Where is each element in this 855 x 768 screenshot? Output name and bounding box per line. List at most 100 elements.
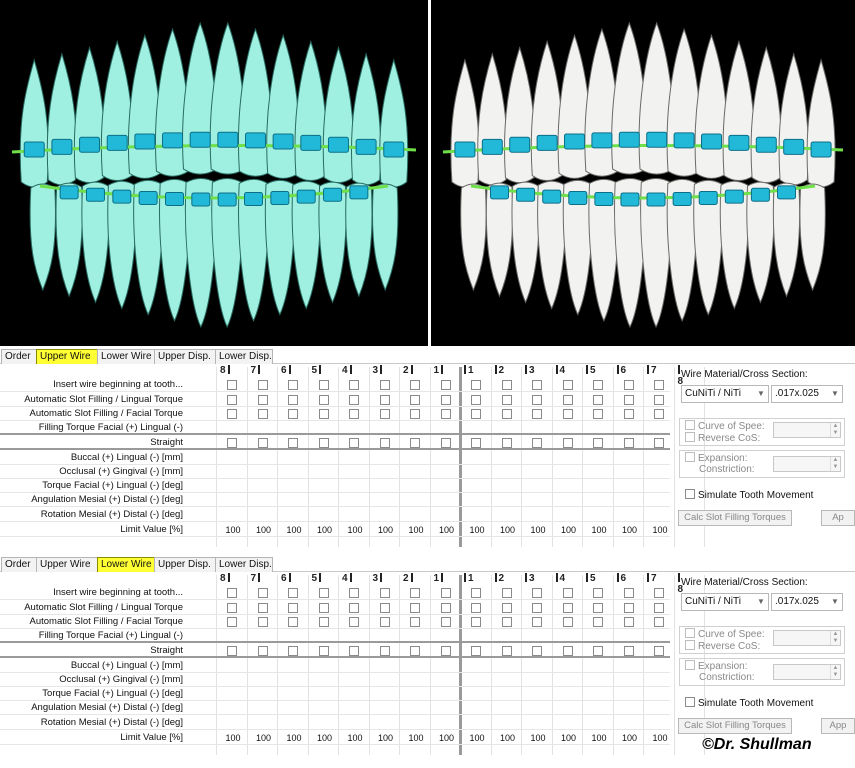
curve-of-spee-option[interactable]: Curve of Spee: — [685, 420, 765, 432]
expansion-spinner[interactable]: ▲▼ — [773, 456, 841, 472]
limit-value-cell[interactable]: 100 — [469, 525, 485, 535]
spinner-down-icon[interactable]: ▼ — [830, 638, 840, 645]
tooth-checkbox[interactable] — [379, 438, 390, 448]
tooth-checkbox[interactable] — [562, 588, 573, 598]
reverse-cos-checkbox[interactable] — [685, 432, 695, 442]
limit-value-cell[interactable]: 100 — [347, 525, 363, 535]
tooth-checkbox[interactable] — [410, 588, 420, 598]
tooth-checkbox[interactable] — [257, 646, 268, 656]
tooth-checkbox[interactable] — [654, 588, 664, 598]
tooth-checkbox[interactable] — [654, 603, 664, 613]
tooth-checkbox[interactable] — [410, 617, 420, 627]
tooth-checkbox[interactable] — [501, 588, 512, 598]
spinner-up-icon[interactable]: ▲ — [830, 457, 840, 464]
spinner-down-icon[interactable]: ▼ — [830, 464, 840, 471]
tooth-checkbox[interactable] — [257, 438, 268, 448]
tooth-checkbox[interactable] — [501, 646, 512, 656]
spinner-up-icon[interactable]: ▲ — [830, 665, 840, 672]
tooth-checkbox[interactable] — [257, 409, 268, 419]
tooth-checkbox[interactable] — [349, 646, 359, 656]
tooth-checkbox[interactable] — [501, 438, 512, 448]
tooth-checkbox[interactable] — [227, 438, 237, 448]
tooth-checkbox[interactable] — [593, 646, 603, 656]
tooth-checkbox[interactable] — [471, 438, 481, 448]
curve-of-spee-checkbox[interactable] — [685, 628, 695, 638]
tooth-checkbox[interactable] — [623, 438, 634, 448]
tooth-checkbox[interactable] — [623, 646, 634, 656]
calc-slot-filling-torques-button[interactable]: Calc Slot Filling Torques — [678, 718, 792, 734]
tooth-checkbox[interactable] — [349, 603, 359, 613]
calc-slot-filling-torques-button[interactable]: Calc Slot Filling Torques — [678, 510, 792, 526]
tooth-checkbox[interactable] — [318, 617, 329, 627]
limit-value-cell[interactable]: 100 — [591, 525, 607, 535]
limit-value-cell[interactable]: 100 — [499, 525, 516, 535]
tooth-checkbox[interactable] — [623, 617, 634, 627]
tooth-checkbox[interactable] — [440, 603, 451, 613]
tooth-checkbox[interactable] — [288, 409, 298, 419]
limit-value-cell[interactable]: 100 — [438, 525, 455, 535]
tooth-checkbox[interactable] — [623, 603, 634, 613]
tooth-checkbox[interactable] — [532, 603, 542, 613]
tooth-checkbox[interactable] — [654, 438, 664, 448]
limit-value-cell[interactable]: 100 — [652, 525, 668, 535]
tooth-checkbox[interactable] — [227, 603, 237, 613]
tooth-checkbox[interactable] — [379, 395, 390, 405]
tooth-checkbox[interactable] — [623, 409, 634, 419]
curve-of-spee-spinner[interactable]: ▲▼ — [773, 422, 841, 438]
expansion-spinner[interactable]: ▲▼ — [773, 664, 841, 680]
tooth-checkbox[interactable] — [440, 588, 451, 598]
cross-section-select[interactable]: .017x.025▼ — [771, 385, 843, 403]
tooth-checkbox[interactable] — [654, 409, 664, 419]
expansion-option[interactable]: Expansion: — [685, 452, 747, 464]
limit-value-cell[interactable]: 100 — [316, 525, 333, 535]
tooth-checkbox[interactable] — [318, 588, 329, 598]
tooth-checkbox[interactable] — [288, 380, 298, 390]
cross-section-select[interactable]: .017x.025▼ — [771, 593, 843, 611]
tooth-checkbox[interactable] — [532, 409, 542, 419]
tooth-checkbox[interactable] — [623, 380, 634, 390]
limit-value-cell[interactable]: 100 — [591, 733, 607, 743]
tooth-checkbox[interactable] — [410, 409, 420, 419]
limit-value-cell[interactable]: 100 — [408, 525, 424, 535]
apply-button[interactable]: Ap — [821, 510, 855, 526]
limit-value-cell[interactable]: 100 — [316, 733, 333, 743]
tooth-checkbox[interactable] — [532, 646, 542, 656]
tooth-checkbox[interactable] — [471, 646, 481, 656]
3d-view-teeth-white[interactable] — [431, 0, 855, 346]
curve-of-spee-spinner[interactable]: ▲▼ — [773, 630, 841, 646]
expansion-checkbox[interactable] — [685, 660, 695, 670]
tooth-checkbox[interactable] — [562, 646, 573, 656]
tooth-checkbox[interactable] — [532, 395, 542, 405]
limit-value-cell[interactable]: 100 — [255, 733, 272, 743]
tooth-checkbox[interactable] — [501, 409, 512, 419]
wire-material-select[interactable]: CuNiTi / NiTi▼ — [681, 385, 769, 403]
tooth-checkbox[interactable] — [318, 380, 329, 390]
tooth-checkbox[interactable] — [288, 395, 298, 405]
limit-value-cell[interactable]: 100 — [377, 525, 394, 535]
tooth-checkbox[interactable] — [471, 588, 481, 598]
tooth-checkbox[interactable] — [501, 380, 512, 390]
tooth-checkbox[interactable] — [654, 395, 664, 405]
tooth-checkbox[interactable] — [379, 380, 390, 390]
tooth-checkbox[interactable] — [562, 395, 573, 405]
tooth-checkbox[interactable] — [227, 588, 237, 598]
tooth-checkbox[interactable] — [593, 380, 603, 390]
limit-value-cell[interactable]: 100 — [347, 733, 363, 743]
tab-upper-disp[interactable]: Upper Disp. — [154, 557, 216, 572]
tooth-checkbox[interactable] — [440, 395, 451, 405]
limit-value-cell[interactable]: 100 — [286, 733, 302, 743]
tooth-checkbox[interactable] — [257, 588, 268, 598]
tooth-checkbox[interactable] — [593, 588, 603, 598]
expansion-option[interactable]: Expansion: — [685, 660, 747, 672]
tooth-checkbox[interactable] — [562, 438, 573, 448]
tab-lower-disp[interactable]: Lower Disp. — [215, 557, 273, 572]
tooth-checkbox[interactable] — [471, 409, 481, 419]
tooth-checkbox[interactable] — [623, 588, 634, 598]
tooth-checkbox[interactable] — [349, 438, 359, 448]
curve-of-spee-checkbox[interactable] — [685, 420, 695, 430]
tooth-checkbox[interactable] — [410, 395, 420, 405]
tooth-checkbox[interactable] — [593, 409, 603, 419]
spinner-up-icon[interactable]: ▲ — [830, 423, 840, 430]
tooth-checkbox[interactable] — [318, 646, 329, 656]
tooth-checkbox[interactable] — [379, 646, 390, 656]
